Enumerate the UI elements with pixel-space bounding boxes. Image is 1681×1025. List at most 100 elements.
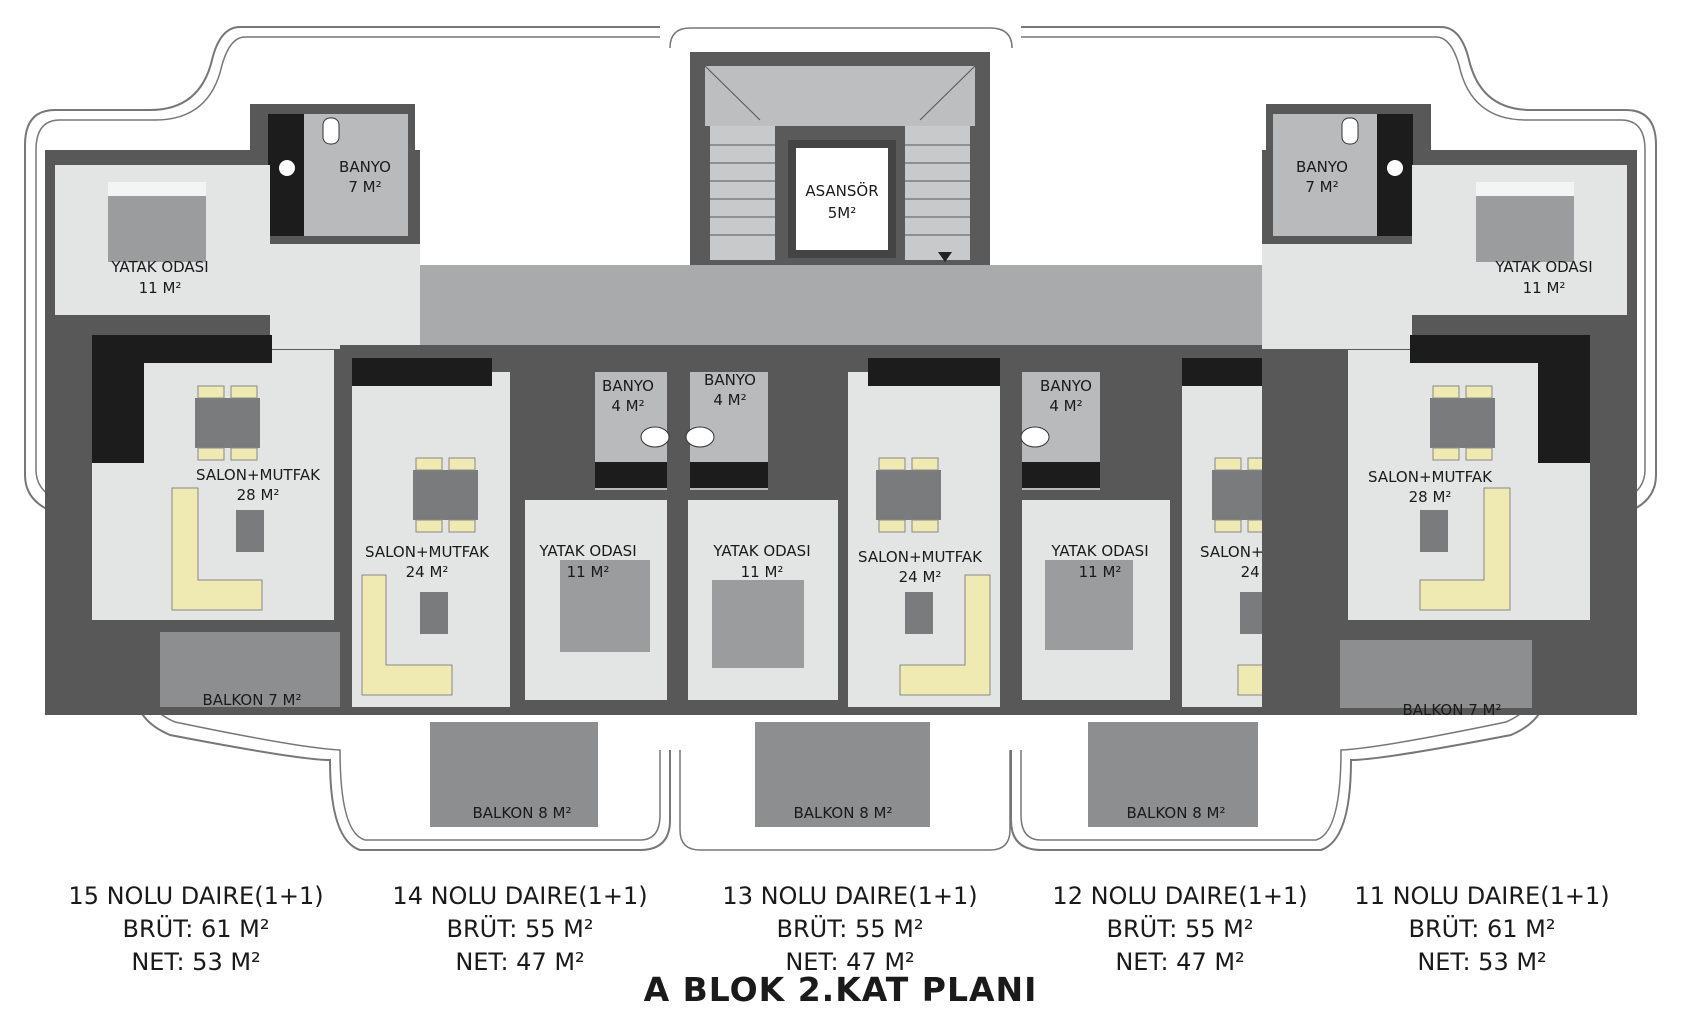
unit-15-living-label: SALON+MUTFAK [196, 466, 321, 484]
unit-14-gross: BRÜT: 55 M² [446, 915, 594, 943]
unit-11-kitchen-side [1538, 363, 1590, 463]
unit-15-sink-icon [279, 160, 295, 176]
unit-15-kitchen-counter [92, 335, 272, 363]
unit-11-hall-floor [1262, 244, 1412, 349]
unit-15-chairs [197, 385, 258, 461]
unit-15-bath-label: BANYO [339, 158, 391, 176]
elevator-cabin [796, 148, 888, 250]
unit-12-net: NET: 47 M² [1115, 948, 1245, 976]
unit-11-sofa [1419, 487, 1511, 611]
unit-14-bedroom-label: YATAK ODASI [538, 542, 636, 560]
unit-15-name: 15 NOLU DAIRE(1+1) [68, 882, 324, 910]
corridor [420, 265, 1262, 345]
unit-15-toilet-icon [322, 117, 340, 145]
unit-15-sofa [171, 487, 263, 611]
unit-14-bath-area: 4 M² [611, 397, 644, 415]
unit-11-balcony [1340, 640, 1532, 708]
elevator-area: 5M² [828, 204, 857, 222]
unit-14-balcony [430, 722, 598, 827]
unit-15-pillows [108, 182, 206, 196]
unit-11-bedroom-area: 11 M² [1523, 279, 1566, 297]
unit-13-living-label: SALON+MUTFAK [858, 548, 983, 566]
unit-13-kitchen-counter [868, 358, 1000, 386]
core-outline [669, 27, 1013, 49]
unit-14-sofa [361, 574, 453, 696]
unit-11-sink-icon [1387, 160, 1403, 176]
unit-11-living-label: SALON+MUTFAK [1368, 468, 1493, 486]
unit-15-dining-table [195, 398, 260, 448]
unit-15-bedroom-label: YATAK ODASI [110, 258, 208, 276]
unit-13-name: 13 NOLU DAIRE(1+1) [722, 882, 978, 910]
unit-14-net: NET: 47 M² [455, 948, 585, 976]
stair-treads [704, 65, 976, 236]
unit-15-bath-area: 7 M² [348, 178, 381, 196]
unit-15-net: NET: 53 M² [131, 948, 261, 976]
unit-13-gross: BRÜT: 55 M² [776, 915, 924, 943]
site-outline-center [679, 750, 1011, 851]
unit-14-balcony-label: BALKON 8 M² [473, 804, 572, 822]
unit-11-kitchen-counter [1410, 335, 1590, 363]
unit-15-kitchen-side [92, 363, 144, 463]
unit-14-summary: 14 NOLU DAIRE(1+1) BRÜT: 55 M² NET: 47 M… [370, 880, 670, 979]
unit-11-toilet-icon [1341, 117, 1359, 145]
unit-11-name: 11 NOLU DAIRE(1+1) [1354, 882, 1610, 910]
unit-13-bed [712, 580, 804, 668]
unit-13-balcony [755, 722, 930, 827]
unit-12-toilet-icon [1020, 426, 1050, 448]
unit-11-chairs [1432, 385, 1493, 461]
unit-12-gross: BRÜT: 55 M² [1106, 915, 1254, 943]
unit-12-shower [1022, 462, 1100, 488]
unit-14-dining-table [413, 470, 478, 520]
unit-12-summary: 12 NOLU DAIRE(1+1) BRÜT: 55 M² NET: 47 M… [1030, 880, 1330, 979]
unit-13-coffee-table [905, 592, 933, 634]
unit-15-gross: BRÜT: 61 M² [122, 915, 270, 943]
unit-15-hall-floor [270, 244, 420, 349]
unit-13-bedroom-label: YATAK ODASI [712, 542, 810, 560]
unit-13-bedroom-area: 11 M² [741, 563, 784, 581]
unit-11-gross: BRÜT: 61 M² [1408, 915, 1556, 943]
unit-14-name: 14 NOLU DAIRE(1+1) [392, 882, 648, 910]
unit-12-bedroom-area: 11 M² [1079, 563, 1122, 581]
unit-12-name: 12 NOLU DAIRE(1+1) [1052, 882, 1308, 910]
unit-15-summary: 15 NOLU DAIRE(1+1) BRÜT: 61 M² NET: 53 M… [46, 880, 346, 979]
unit-13-dining-table [876, 470, 941, 520]
unit-14-bed [560, 560, 650, 652]
unit-14-coffee-table [420, 592, 448, 634]
unit-13-shower [690, 462, 768, 488]
unit-14-living-area: 24 M² [406, 563, 449, 581]
unit-14-bath-label: BANYO [602, 377, 654, 395]
unit-15-living-area: 28 M² [237, 486, 280, 504]
unit-14-chairs [415, 457, 476, 533]
unit-14-living-label: SALON+MUTFAK [365, 543, 490, 561]
unit-13-net: NET: 47 M² [785, 948, 915, 976]
unit-12-balcony-label: BALKON 8 M² [1127, 804, 1226, 822]
stair-right [905, 126, 970, 260]
unit-15-balcony-label: BALKON 7 M² [203, 691, 302, 709]
unit-15-coffee-table [236, 510, 264, 552]
unit-11-bath-label: BANYO [1296, 158, 1348, 176]
unit-13-sofa [899, 574, 991, 696]
unit-15-balcony [160, 632, 355, 707]
unit-13-chairs [878, 457, 939, 533]
unit-11-balcony-label: BALKON 7 M² [1403, 701, 1502, 719]
unit-13-balcony-label: BALKON 8 M² [794, 804, 893, 822]
stair-landing [705, 66, 975, 126]
unit-14-kitchen-counter [352, 358, 492, 386]
unit-12-balcony [1088, 722, 1258, 827]
unit-14-shower [595, 462, 667, 488]
unit-14-bedroom-area: 11 M² [567, 563, 610, 581]
unit-12-bed [1045, 560, 1133, 650]
elevator-label: ASANSÖR [805, 181, 878, 200]
unit-12-bedroom-label: YATAK ODASI [1050, 542, 1148, 560]
unit-11-net: NET: 53 M² [1417, 948, 1547, 976]
unit-13-bath-area: 4 M² [713, 391, 746, 409]
unit-13-toilet-icon [685, 426, 715, 448]
unit-11-pillows [1476, 182, 1574, 196]
unit-12-bath-area: 4 M² [1049, 397, 1082, 415]
stair-arrow-icon [938, 252, 952, 262]
unit-13-bath-label: BANYO [704, 371, 756, 389]
unit-11-bath-area: 7 M² [1305, 178, 1338, 196]
unit-14-toilet-icon [640, 426, 670, 448]
unit-13-living-area: 24 M² [899, 568, 942, 586]
